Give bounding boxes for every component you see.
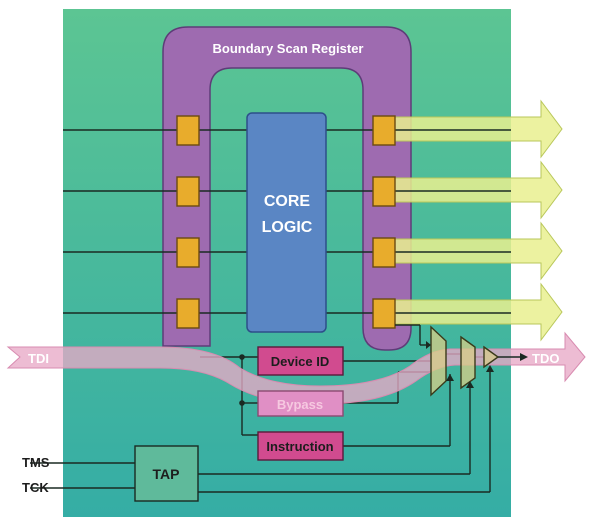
arrowhead <box>520 353 528 361</box>
boundary-cells <box>176 115 396 329</box>
instruction-label: Instruction <box>266 439 333 454</box>
tdo-pin-arrow <box>498 353 528 361</box>
tap-label: TAP <box>153 466 180 482</box>
boundary-cell <box>176 298 200 329</box>
input-wires <box>63 129 177 314</box>
junction-dots <box>239 354 245 406</box>
arrowhead <box>486 365 494 372</box>
tdo-buffer <box>483 345 500 369</box>
junction-dot <box>239 354 245 360</box>
boundary-cell <box>176 115 200 146</box>
boundary-cell <box>372 237 396 268</box>
arrowhead <box>466 381 474 388</box>
core-logic-label-line2: LOGIC <box>262 219 313 236</box>
output-arrow-3 <box>384 221 563 281</box>
core-logic-block <box>246 112 327 333</box>
boundary-scan-register-label: Boundary Scan Register <box>213 41 364 56</box>
boundary-cell <box>176 176 200 207</box>
junction-dot <box>239 400 245 406</box>
output-arrow-2 <box>384 160 563 220</box>
tdi-label: TDI <box>28 351 49 366</box>
boundary-cell <box>372 176 396 207</box>
boundary-cell <box>372 298 396 329</box>
output-arrow-4 <box>384 282 563 342</box>
arrowhead <box>446 374 454 381</box>
boundary-cell <box>372 115 396 146</box>
device-id-register <box>257 346 344 376</box>
instruction-register <box>257 431 344 461</box>
boundary-cell <box>176 237 200 268</box>
output-arrows <box>384 99 563 342</box>
output-wires <box>395 129 511 314</box>
arrowhead <box>426 341 431 349</box>
tap-controller <box>134 445 199 502</box>
core-input-wires <box>199 129 373 314</box>
tck-label: TCK <box>22 480 49 495</box>
tdo-label: TDO <box>532 351 559 366</box>
bypass-register <box>257 390 344 417</box>
core-logic-label-line1: CORE <box>264 193 311 210</box>
mux-2 <box>460 335 476 390</box>
output-arrow-1 <box>384 99 563 159</box>
tms-label: TMS <box>22 455 50 470</box>
control-arrowheads <box>426 341 494 388</box>
device-id-label: Device ID <box>271 354 330 369</box>
bypass-label: Bypass <box>277 397 323 412</box>
